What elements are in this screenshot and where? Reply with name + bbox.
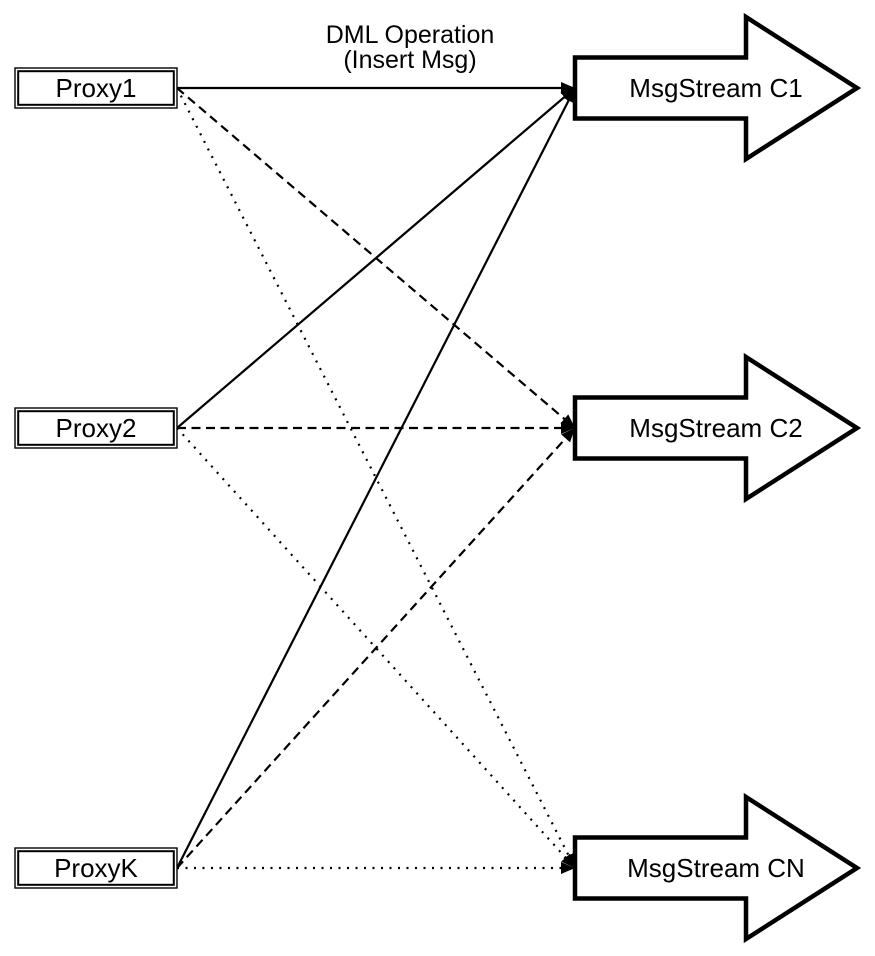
msgstream-c2-arrow-shape [572,352,862,504]
proxy1-node: Proxy1 [14,67,178,109]
dml-operation-label-line1: DML Operation [326,21,495,49]
edge-proxy1-to-msgstream-cn [176,87,576,869]
edge-proxy1-to-msgstream-c2 [176,87,576,429]
proxy2-box-inner-border [17,410,175,446]
edge-proxyk-to-msgstream-c1 [176,87,576,869]
msgstream-c2-label: MsgStream C2 [629,413,802,443]
edge-proxyk-to-msgstream-c2 [176,427,576,869]
proxy1-box-inner-border [17,70,175,106]
proxyk-label: ProxyK [54,853,138,883]
proxyk-box-inner-border [17,850,175,886]
msgstream-c1-node: MsgStream C1 [572,12,862,164]
edges [176,82,576,874]
proxy2-box [14,407,178,449]
msgstream-cn-label: MsgStream CN [627,853,805,883]
msgstream-c1-arrow-shape [572,12,862,164]
msgstream-c2-node: MsgStream C2 [572,352,862,504]
msgstream-cn-arrow-shape [572,792,862,944]
msgstream-c1-label: MsgStream C1 [629,73,802,103]
proxy2-node: Proxy2 [14,407,178,449]
proxy1-label: Proxy1 [56,73,137,103]
proxy2-label: Proxy2 [56,413,137,443]
proxyk-node: ProxyK [14,847,178,889]
dml-operation-label-line2: (Insert Msg) [343,46,476,74]
proxyk-box [14,847,178,889]
dml-operation-annotation: DML Operation (Insert Msg) [326,21,495,74]
msgstream-cn-node: MsgStream CN [572,792,862,944]
edge-proxy2-to-msgstream-cn [176,427,576,869]
proxy1-box [14,67,178,109]
